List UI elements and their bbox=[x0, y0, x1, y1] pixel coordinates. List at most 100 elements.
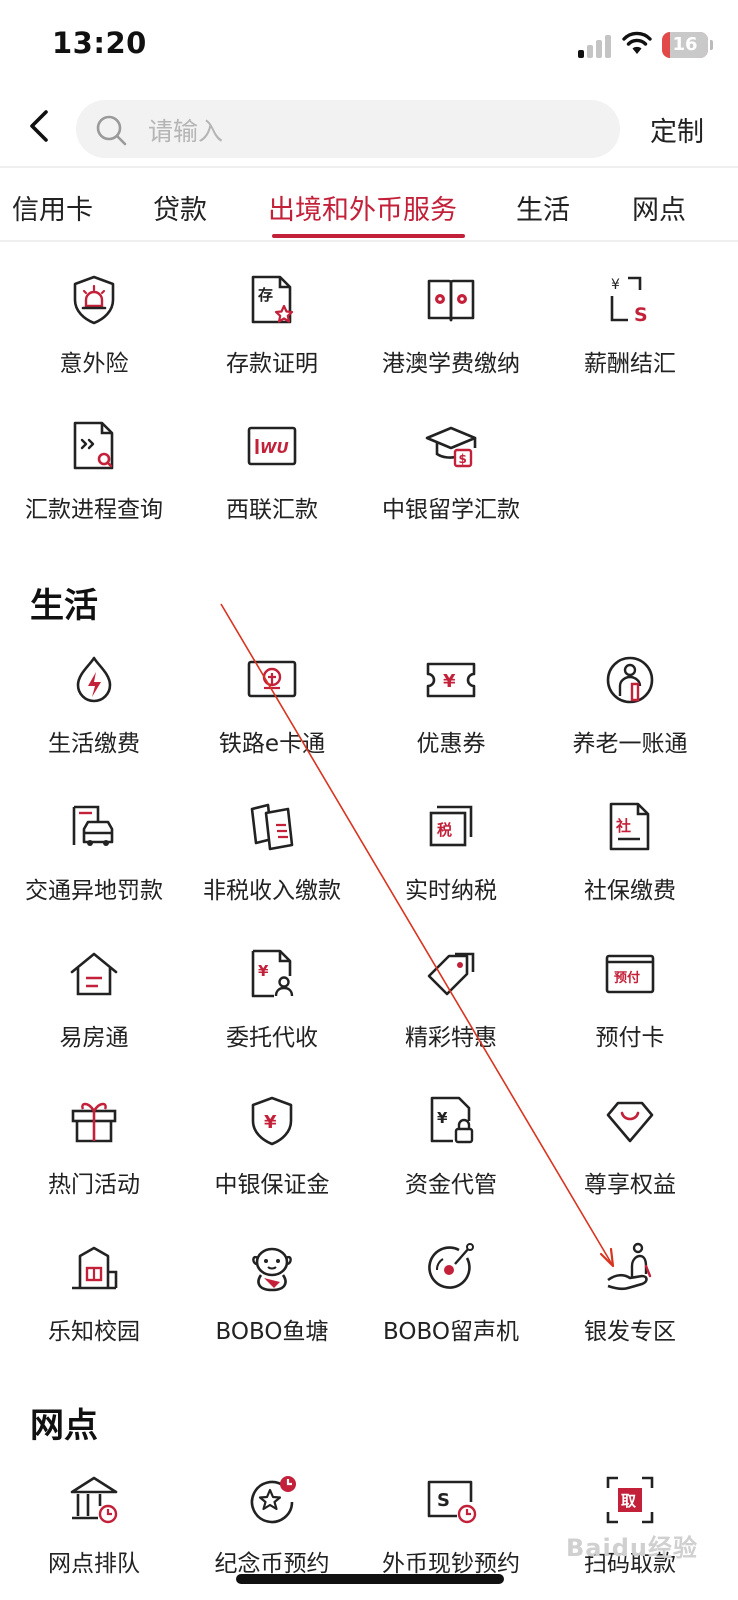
salary-exchange-icon: ¥ S bbox=[610, 276, 648, 326]
grid-item-campus[interactable]: 乐知校园 bbox=[2, 1240, 186, 1370]
grid-item-label: 网点排队 bbox=[48, 1551, 140, 1577]
svg-text:¥: ¥ bbox=[437, 1109, 448, 1127]
grid-item-label: 港澳学费缴纳 bbox=[382, 351, 520, 377]
grid-item-remittance-query[interactable]: 汇款进程查询 bbox=[2, 418, 186, 548]
grid-item-price-tag[interactable]: 精彩特惠 bbox=[359, 946, 543, 1076]
svg-text:取: 取 bbox=[621, 1492, 637, 1510]
grid-item-label: BOBO鱼塘 bbox=[215, 1319, 329, 1345]
grid-item-gift[interactable]: 热门活动 bbox=[2, 1093, 186, 1223]
divider bbox=[0, 240, 738, 242]
grid-item-label: 意外险 bbox=[59, 351, 129, 377]
grid-item-railway-card[interactable]: 铁路e卡通 bbox=[180, 652, 364, 782]
tax-icon: 税 bbox=[429, 805, 473, 847]
grid-item-label: 薪酬结汇 bbox=[584, 351, 676, 377]
back-arrow-icon[interactable] bbox=[22, 106, 58, 146]
grid-item-label: 优惠券 bbox=[416, 731, 486, 757]
hk-macau-tuition-icon bbox=[427, 279, 475, 322]
grid-item-entrusted-collection[interactable]: ¥ 委托代收 bbox=[180, 946, 364, 1076]
grid-item-tax[interactable]: 税 实时纳税 bbox=[359, 799, 543, 929]
grid-item-label: BOBO留声机 bbox=[383, 1319, 519, 1345]
svg-text:¥: ¥ bbox=[264, 1112, 277, 1133]
tab-life[interactable]: 生活 bbox=[516, 195, 570, 226]
grid-item-record-player[interactable]: BOBO留声机 bbox=[359, 1240, 543, 1370]
grid-item-hk-macau-tuition[interactable]: 港澳学费缴纳 bbox=[359, 272, 543, 402]
grid-item-social-security[interactable]: 社 社保缴费 bbox=[538, 799, 722, 929]
price-tag-icon bbox=[427, 952, 475, 996]
grid-item-bobo-pond[interactable]: BOBO鱼塘 bbox=[180, 1240, 364, 1370]
scan-withdraw-icon: 取 bbox=[606, 1476, 654, 1524]
grid-item-branch-queue[interactable]: 网点排队 bbox=[2, 1472, 186, 1600]
grid-item-scan-withdraw[interactable]: 取 扫码取款 bbox=[538, 1472, 722, 1600]
grid-item-utility-payment[interactable]: 生活缴费 bbox=[2, 652, 186, 782]
grid-item-label: 铁路e卡通 bbox=[218, 731, 326, 757]
senior-zone-icon bbox=[607, 1242, 652, 1291]
category-tabs: 信用卡 贷款 出境和外币服务 生活 网点 bbox=[0, 172, 738, 242]
grid-item-label: 尊享权益 bbox=[584, 1172, 676, 1198]
tab-loan[interactable]: 贷款 bbox=[153, 195, 207, 226]
top-bar: 请输入 定制 bbox=[0, 96, 738, 166]
house-icon bbox=[70, 952, 118, 996]
svg-text:社: 社 bbox=[615, 817, 631, 835]
grid-item-traffic-fine[interactable]: 交通异地罚款 bbox=[2, 799, 186, 929]
svg-text:存: 存 bbox=[258, 286, 273, 304]
study-abroad-remittance-icon: $ bbox=[425, 426, 477, 468]
grid-item-label: 社保缴费 bbox=[584, 878, 676, 904]
grid-item-label: 养老一账通 bbox=[572, 731, 688, 757]
grid-item-study-abroad-remittance[interactable]: $ 中银留学汇款 bbox=[359, 418, 543, 548]
grid-item-house[interactable]: 易房通 bbox=[2, 946, 186, 1076]
grid-item-fund-custody[interactable]: ¥ 资金代管 bbox=[359, 1093, 543, 1223]
battery-icon: 16 bbox=[662, 32, 713, 58]
grid-item-western-union[interactable]: WU 西联汇款 bbox=[180, 418, 364, 548]
shield-alarm-icon bbox=[73, 275, 115, 325]
section-title-branch: 网点 bbox=[30, 1406, 98, 1446]
grid-item-label: 交通异地罚款 bbox=[25, 878, 163, 904]
pension-account-icon bbox=[606, 656, 654, 704]
grid-item-foreign-cash[interactable]: S 外币现钞预约 bbox=[359, 1472, 543, 1600]
grid-item-label: 生活缴费 bbox=[48, 731, 140, 757]
branch-queue-icon bbox=[70, 1476, 118, 1524]
cellular-signal-icon bbox=[578, 34, 614, 58]
svg-text:WU: WU bbox=[260, 439, 289, 457]
tab-overseas-forex[interactable]: 出境和外币服务 bbox=[268, 195, 457, 226]
grid-item-salary-exchange[interactable]: ¥ S 薪酬结汇 bbox=[538, 272, 722, 402]
customize-button[interactable]: 定制 bbox=[650, 117, 704, 148]
grid-item-deposit-certificate[interactable]: 存 存款证明 bbox=[180, 272, 364, 402]
grid-item-deposit-guarantee[interactable]: ¥ 中银保证金 bbox=[180, 1093, 364, 1223]
grid-item-non-tax-payment[interactable]: 非税收入缴款 bbox=[180, 799, 364, 929]
grid-item-senior-zone[interactable]: 银发专区 bbox=[538, 1240, 722, 1370]
status-time: 13:20 bbox=[52, 26, 147, 60]
utility-payment-icon bbox=[76, 656, 112, 703]
svg-text:税: 税 bbox=[437, 821, 452, 839]
grid-item-coupon[interactable]: ¥ 优惠券 bbox=[359, 652, 543, 782]
grid-item-label: 银发专区 bbox=[584, 1319, 676, 1345]
search-icon bbox=[96, 115, 127, 146]
search-placeholder: 请输入 bbox=[148, 117, 224, 146]
western-union-icon: WU bbox=[247, 426, 297, 466]
section-title-life: 生活 bbox=[30, 586, 98, 626]
grid-item-label: 实时纳税 bbox=[405, 878, 497, 904]
grid-item-commemorative-coin[interactable]: 纪念币预约 bbox=[180, 1472, 364, 1600]
battery-level: 16 bbox=[672, 34, 698, 55]
svg-text:¥: ¥ bbox=[443, 671, 456, 692]
railway-card-icon bbox=[247, 660, 297, 698]
grid-item-label: 非税收入缴款 bbox=[203, 878, 341, 904]
search-input[interactable]: 请输入 bbox=[76, 100, 620, 158]
grid-item-label: 扫码取款 bbox=[584, 1551, 676, 1577]
active-tab-indicator bbox=[272, 234, 465, 238]
grid-item-accident-insurance[interactable]: 意外险 bbox=[2, 272, 186, 402]
grid-item-label: 热门活动 bbox=[48, 1172, 140, 1198]
entrusted-collection-icon: ¥ bbox=[251, 949, 294, 998]
svg-text:$: $ bbox=[459, 452, 467, 466]
grid-item-pension-account[interactable]: 养老一账通 bbox=[538, 652, 722, 782]
non-tax-payment-icon bbox=[250, 803, 294, 851]
coupon-icon: ¥ bbox=[426, 662, 476, 698]
grid-item-diamond[interactable]: 尊享权益 bbox=[538, 1093, 722, 1223]
status-bar: 13:20 16 bbox=[0, 0, 738, 90]
svg-text:¥: ¥ bbox=[611, 277, 620, 293]
campus-icon bbox=[72, 1246, 118, 1290]
tab-branch[interactable]: 网点 bbox=[632, 195, 686, 226]
tab-credit-card[interactable]: 信用卡 bbox=[12, 195, 93, 226]
grid-item-prepaid-card[interactable]: 预付 预付卡 bbox=[538, 946, 722, 1076]
svg-text:¥: ¥ bbox=[258, 962, 269, 980]
home-indicator[interactable] bbox=[236, 1574, 504, 1584]
